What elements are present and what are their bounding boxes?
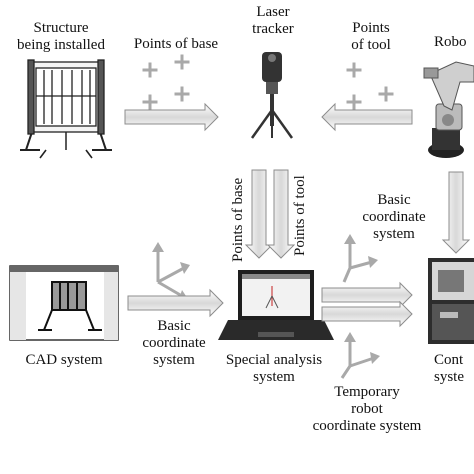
arrow-robot-down-control: [441, 171, 471, 254]
cad-system-label: CAD system: [25, 352, 103, 368]
controller-cabinet-icon: [428, 258, 474, 344]
special-analysis-label: Special analysis system: [225, 352, 323, 385]
laptop-icon: [218, 270, 334, 340]
robot-arm-icon: [423, 61, 474, 158]
structure-label: Structure being installed: [17, 20, 105, 53]
robot-label: Robo: [434, 34, 467, 50]
coordinate-axes-icon: [342, 234, 378, 283]
plus-marker-icon: [142, 54, 190, 110]
control-system-label: Cont syste: [434, 352, 464, 385]
arrow-tracker-down-tool: [266, 169, 296, 259]
arrow-tracker-down-base: [244, 169, 274, 259]
laser-tracker-icon: [250, 52, 294, 139]
points-of-tool-label: Points of tool: [351, 20, 391, 53]
arrow-structure-to-tracker: [124, 102, 219, 132]
coordinate-axes-icon: [340, 332, 380, 379]
laser-tracker-label: Laser tracker: [252, 4, 294, 37]
points-of-base-vertical-label: Points of base: [230, 177, 246, 262]
arrow-robot-to-tracker: [321, 102, 413, 132]
arrow-cad-to-analysis: [127, 288, 224, 318]
basic-coordinate-system-label-left: Basic coordinate system: [142, 318, 206, 368]
structure-frame-icon: [20, 59, 112, 159]
arrow-analysis-to-control-upper: [321, 281, 413, 309]
plus-marker-icon: [346, 62, 394, 110]
points-of-tool-vertical-label: Points of tool: [292, 175, 308, 256]
basic-coordinate-system-label-right: Basic coordinate system: [362, 192, 426, 242]
points-of-base-label: Points of base: [133, 36, 219, 52]
coordinate-axes-icon: [152, 242, 190, 302]
cad-screen-icon: [9, 265, 119, 341]
temporary-robot-coordinate-label: Temporary robot coordinate system: [312, 384, 422, 434]
arrow-analysis-to-control-lower: [321, 300, 413, 328]
